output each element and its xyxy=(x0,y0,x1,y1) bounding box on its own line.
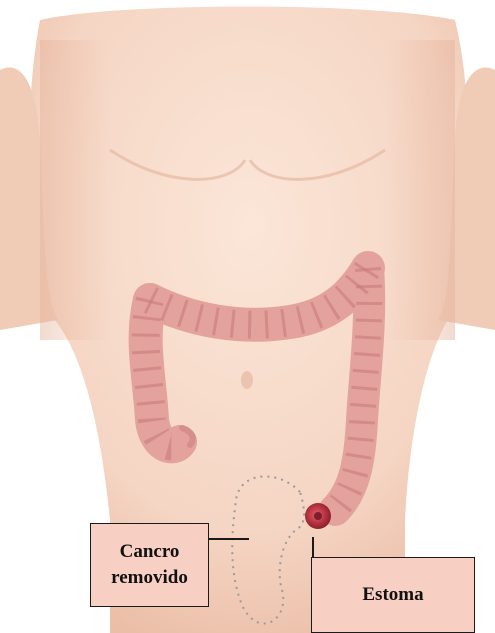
stoma-label: Estoma xyxy=(311,557,475,633)
cancer-leader-line xyxy=(209,538,249,540)
cancer-removed-text: Cancro removido xyxy=(95,539,204,590)
cancer-removed-label: Cancro removido xyxy=(90,523,209,607)
stoma-leader-line xyxy=(312,537,314,557)
stoma-text: Estoma xyxy=(362,584,423,606)
